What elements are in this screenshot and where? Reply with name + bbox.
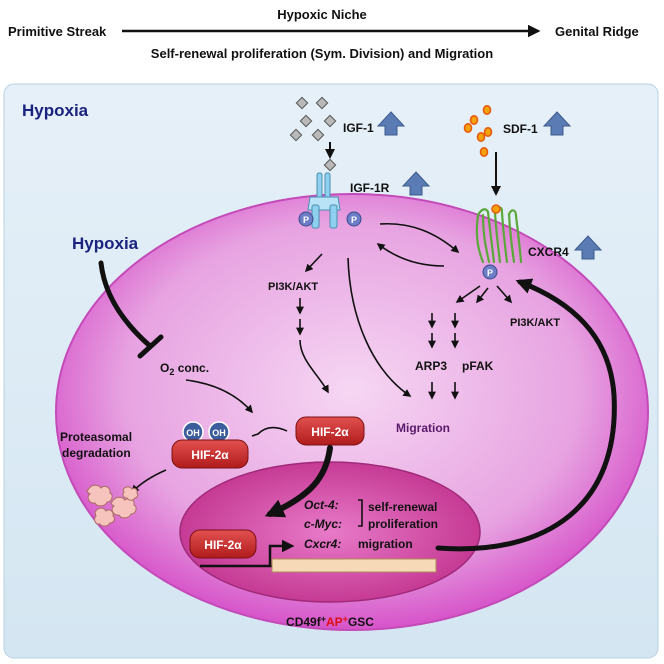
igf1-molecule [295,96,309,110]
igf1-ligand-cluster [289,96,337,172]
cxcr4-to-igf1r-arrow [376,243,445,267]
igf1-molecule [315,96,329,110]
transcription-start-arrow [268,539,295,566]
oh-label: OH [186,428,200,438]
hif2a-hydroxylated-box [171,439,249,469]
igf1r-phospho-right [346,211,362,227]
sdf1-molecule [476,132,486,143]
sdf1-up-arrow-icon [542,111,572,136]
hypoxia-inhibition-bar [137,334,164,359]
hypoxia-label: Hypoxia [72,234,139,253]
cxcr4-label: CXCR4 [528,245,569,259]
sdf1-molecule [479,147,489,158]
igf1-molecule [299,114,313,128]
self-renewal-label: self-renewal [368,500,437,514]
igf1r-phospho-left-label: P [303,215,309,225]
degradation-label: degradation [62,446,131,460]
igf1-molecule [289,128,303,142]
hif2a-nuclear-box [189,529,257,559]
o2-to-hif-arrow [185,379,254,414]
pi3k-akt-right-label: PI3K/AKT [510,317,560,329]
hif-competition-connector [251,426,288,437]
cxcr4-to-pi3k-arrow [496,285,513,304]
panel-title: Hypoxia [22,101,89,120]
gene-bracket [358,499,363,527]
proteasomal-label: Proteasomal [60,430,132,444]
header: Primitive Streak Hypoxic Niche Genital R… [8,7,639,61]
hif-to-nucleus-arrow [264,445,333,518]
pfak-label: pFAK [462,359,494,373]
pi3k-akt-left-label: PI3K/AKT [268,281,318,293]
pi3k-to-hif-arrow [299,339,329,394]
igf1-up-arrow-icon [376,111,406,136]
igf1r-phospho-left [298,211,314,227]
igf1-label: IGF-1 [343,121,374,135]
cxcr4-to-pfak-arrow [476,287,489,304]
gene-oct4-label: Oct-4: [304,498,339,512]
migration-label: Migration [396,421,450,435]
sdf1-molecule [483,127,493,138]
sdf1-molecule [469,115,479,126]
proliferation-label: proliferation [368,517,438,531]
cxcr4-feedback-arrow [435,278,617,552]
igf1r-up-arrow-icon [401,171,431,196]
igf1-molecule [311,128,325,142]
igf1r-to-migration-arrow [347,257,412,397]
cell-label: CD49f+AP+GSC [286,614,374,629]
hif2a-stabilized-label: HIF-2α [311,425,349,439]
o2-conc-label: O2 conc. [160,361,209,377]
igf1r-to-cxcr4-arrow [379,222,460,254]
sdf1-molecule [463,123,473,134]
oh-label: OH [212,428,226,438]
igf1r-to-pi3k-arrow [304,253,323,273]
igf1-molecule [323,158,337,172]
sdf1-molecule [482,105,492,116]
cxcr4-to-arp3-arrow [455,285,481,303]
hif2a-nuclear-label: HIF-2α [204,538,242,552]
igf1-molecule [323,114,337,128]
arp3-label: ARP3 [415,359,447,373]
igf1r-label: IGF-1R [350,181,390,195]
sdf1-label: SDF-1 [503,122,538,136]
gene-cmyc-label: c-Myc: [304,517,342,531]
header-center-label: Hypoxic Niche [277,7,367,22]
header-subtitle: Self-renewal proliferation (Sym. Divisio… [151,46,493,61]
gene-cxcr4-label: Cxcr4: [304,537,341,551]
gene-promoter-bar [271,558,437,573]
igf1r-receptor [307,172,341,229]
hypoxia-inhibition-line [98,260,153,349]
migration-gene-label: migration [358,537,413,551]
cxcr4-up-arrow-icon [573,235,603,260]
cxcr4-phospho-label: P [487,268,493,278]
header-left-label: Primitive Streak [8,24,107,39]
sdf1-ligand-cluster [463,105,493,158]
igf1r-phospho-right-label: P [351,215,357,225]
header-right-label: Genital Ridge [555,24,639,39]
hif2a-hydroxylated-label: HIF-2α [191,448,229,462]
cxcr4-bound-sdf1 [491,204,501,214]
degraded-fragments [86,484,139,527]
cxcr4-phospho [482,264,498,280]
